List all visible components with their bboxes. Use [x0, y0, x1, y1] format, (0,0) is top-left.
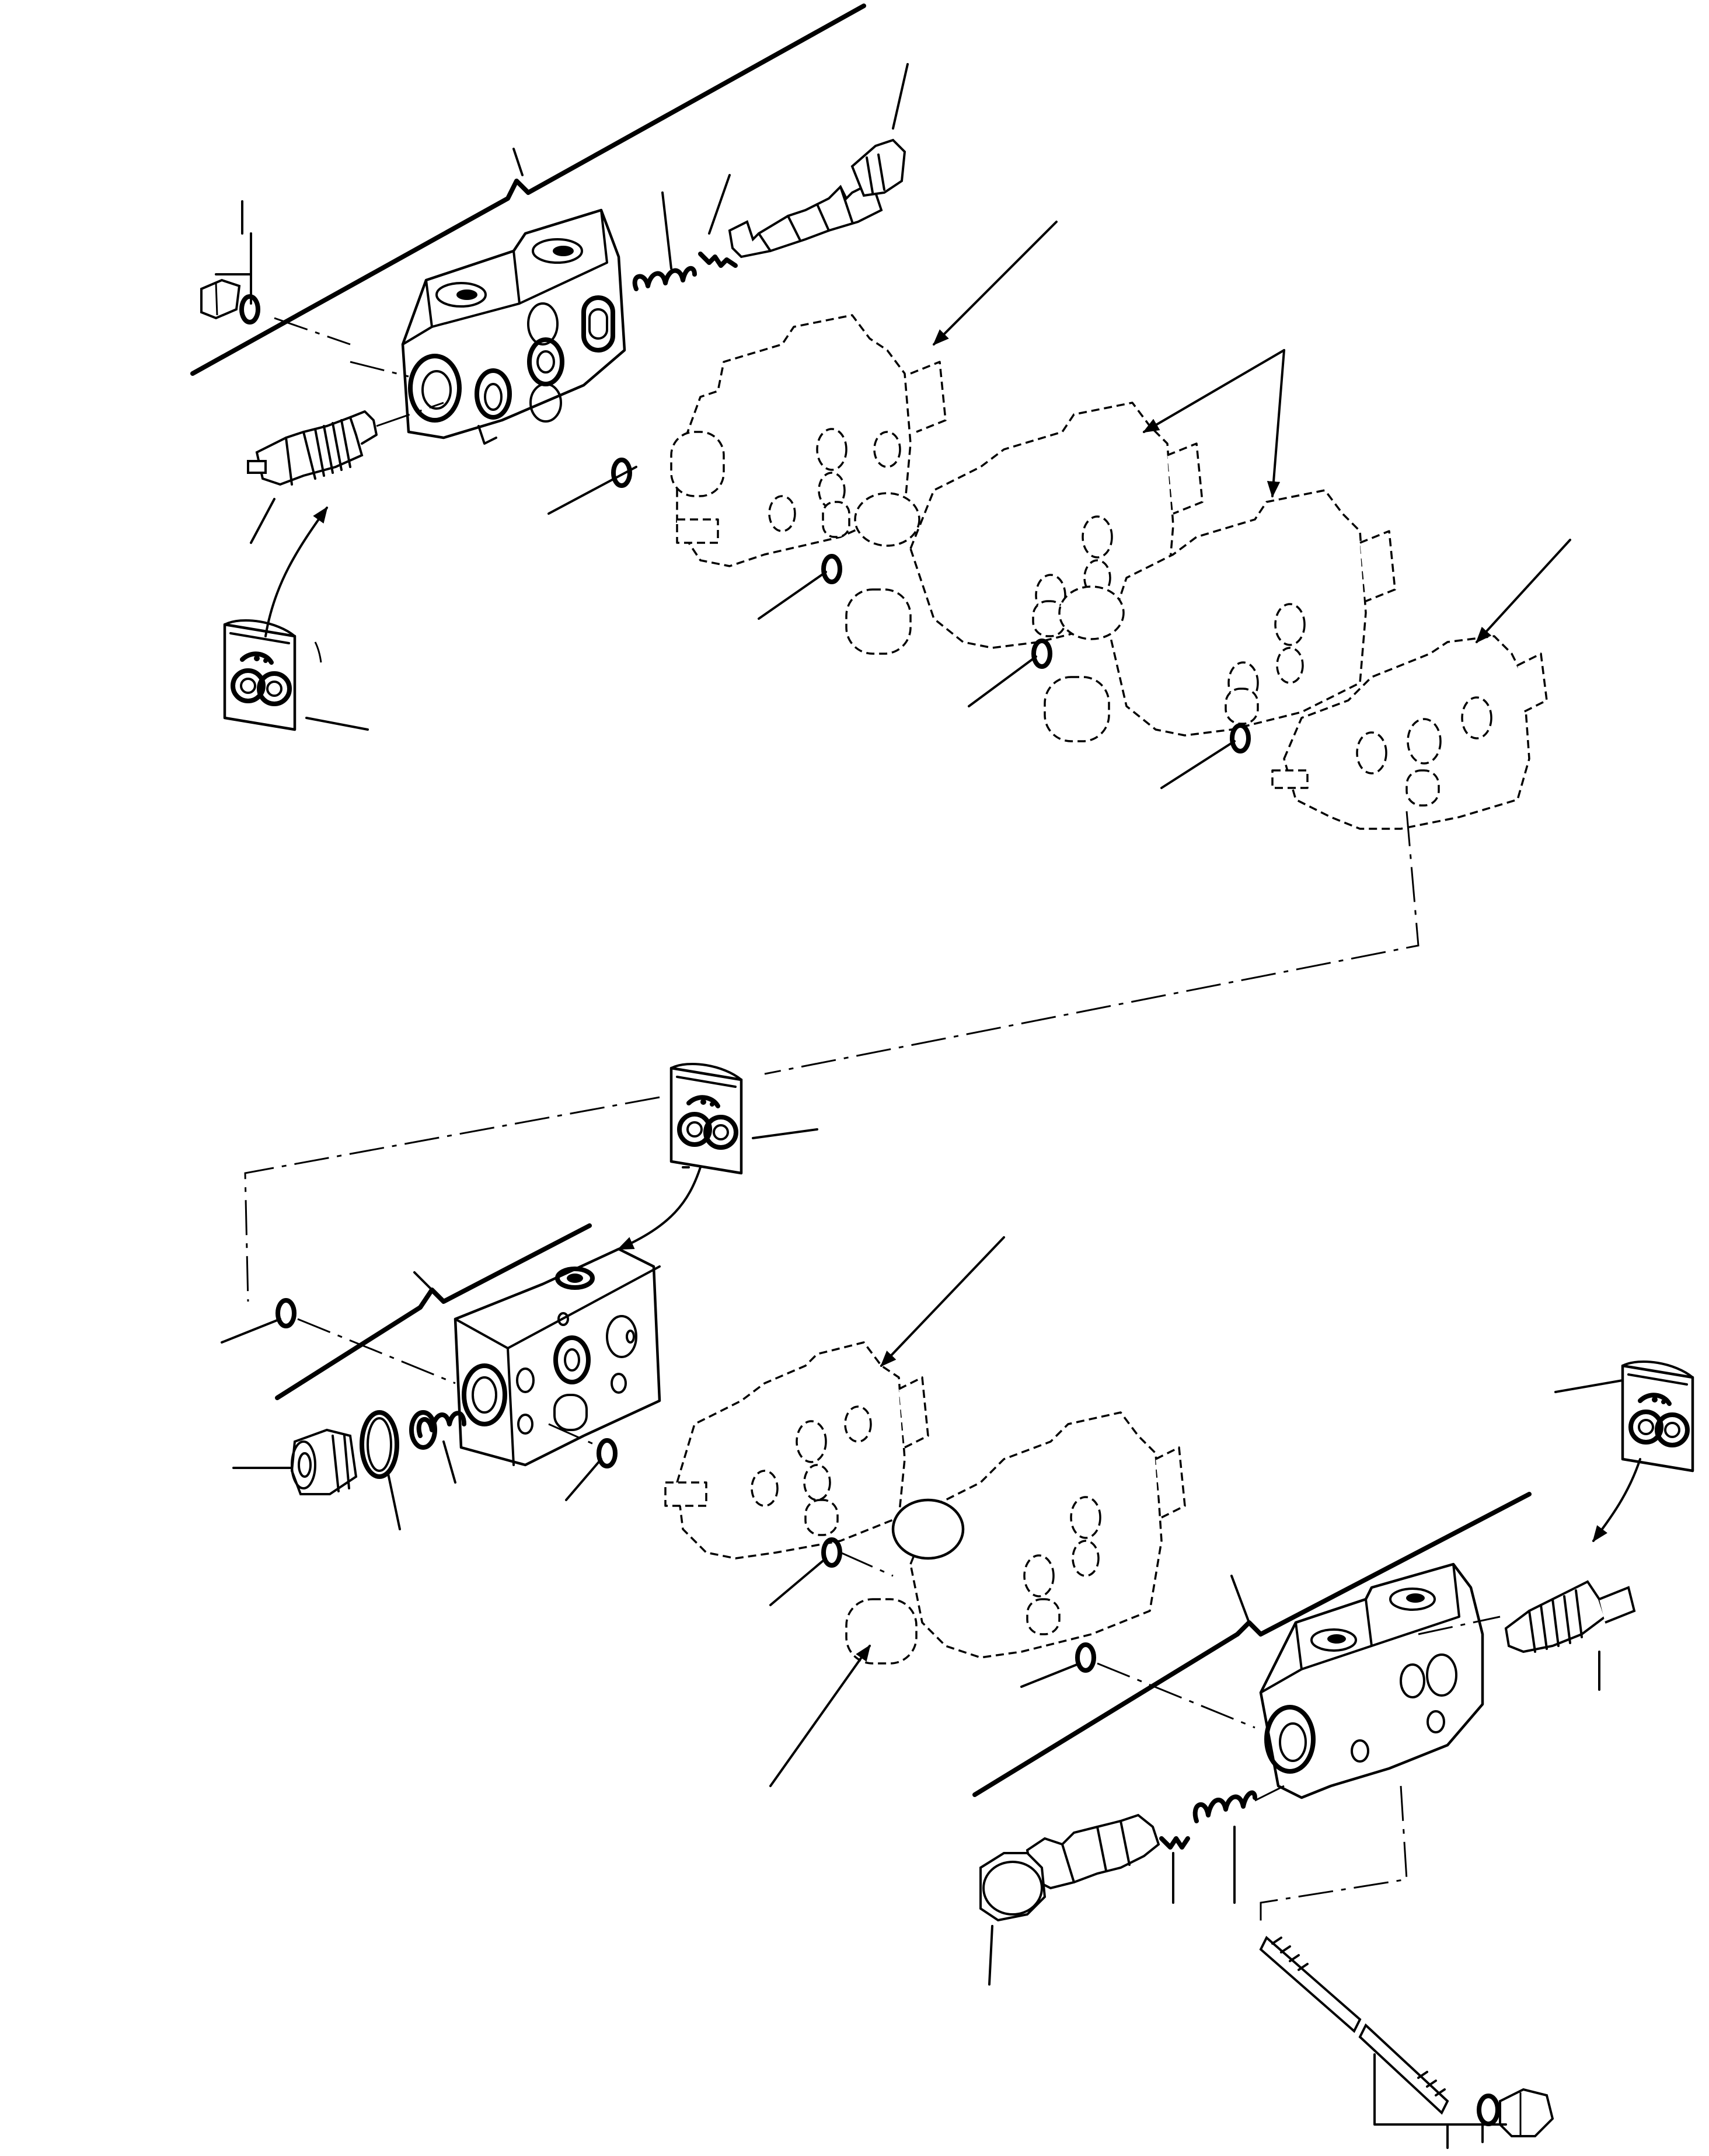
o-ring-lower-3: [597, 1438, 618, 1468]
seal-kit-tag-upper: [225, 620, 295, 730]
work-section-2: [845, 402, 1204, 655]
inlet-section-body: [401, 208, 626, 445]
end-plug: [850, 138, 906, 197]
relief-valve-cartridge-lower: [1504, 1580, 1636, 1653]
spring-lower-left: [416, 1411, 466, 1438]
spring-seat-lower: [1159, 1836, 1190, 1850]
seal-kit-tag-lower: [1623, 1362, 1693, 1471]
lock-nut: [200, 278, 241, 320]
upper-group-brace: [190, 4, 866, 376]
inlet-end-body: [1259, 1562, 1484, 1799]
o-ring-lower-2: [409, 1410, 437, 1450]
work-section-3: [1044, 489, 1396, 742]
o-ring-lower-5: [1075, 1642, 1096, 1673]
upper-valve-group: [190, 4, 909, 544]
upper-center-line-1: [376, 402, 444, 427]
o-ring-upper-2: [821, 554, 842, 584]
work-section-5: [664, 1341, 929, 1560]
o-ring-upper-4: [1230, 723, 1251, 753]
spring-lower-right: [1192, 1790, 1257, 1823]
tie-rod-nut: [1499, 2088, 1554, 2137]
washer: [239, 294, 260, 325]
lower-valve-group: [221, 1223, 661, 1530]
spool: [728, 184, 883, 259]
spool-lower: [1026, 1813, 1160, 1890]
center-line-connector: [764, 811, 1419, 1075]
spring-small: [632, 266, 697, 291]
o-ring-upper-1: [611, 458, 632, 488]
tie-rod: [1259, 1935, 1449, 2115]
outlet-end-block: [454, 1247, 661, 1467]
lower-right-valve-group: [972, 1492, 1636, 2149]
o-ring-lower-4: [821, 1537, 842, 1568]
tie-rod-washer: [1477, 2094, 1500, 2126]
outlet-plug: [290, 1428, 358, 1495]
o-ring-lower-1: [275, 1298, 297, 1328]
backup-ring: [360, 1410, 399, 1479]
work-section-4: [1271, 635, 1548, 830]
o-ring-upper-3: [1031, 639, 1052, 669]
work-section-6: [845, 1411, 1186, 1665]
relief-valve-cartridge: [247, 410, 378, 486]
end-plug-lower: [979, 1852, 1047, 1922]
spring-seat: [698, 252, 738, 268]
seal-kit-upper-leader: [305, 717, 369, 731]
seal-kit-tag-middle: [671, 1064, 741, 1173]
work-section-1: [670, 314, 947, 567]
